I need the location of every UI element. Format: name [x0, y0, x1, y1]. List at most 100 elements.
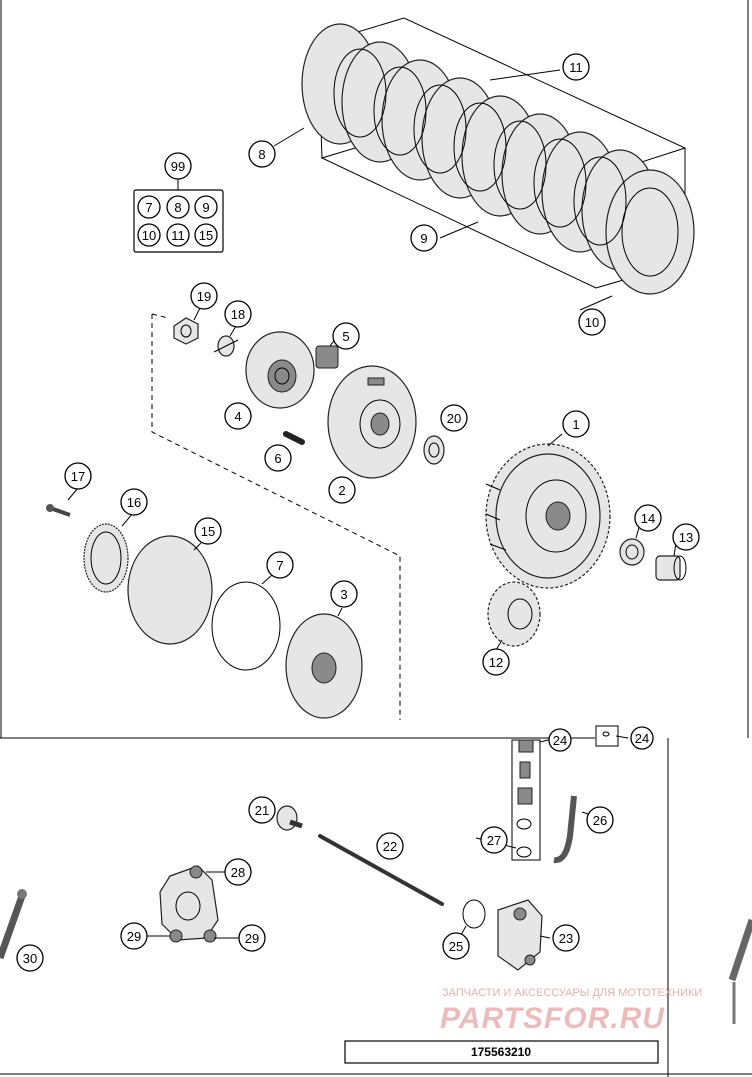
- callout-c6: 6: [264, 444, 292, 472]
- callout-c2: 2: [328, 476, 356, 504]
- kit-cell-bubble: [194, 223, 218, 247]
- kit-cells: 7 8 9 10 11 15: [137, 195, 218, 247]
- kit-cell-label: 11: [171, 228, 185, 243]
- callout-c12: 12: [482, 648, 510, 676]
- callout-bubble: [410, 224, 438, 252]
- callout-label: 23: [559, 931, 573, 946]
- callout-c8: 8: [248, 140, 276, 168]
- callout-label: 21: [255, 803, 269, 818]
- callout-c23: 23: [552, 924, 580, 952]
- o-ring: [462, 899, 486, 929]
- clutch-basket: [485, 443, 611, 589]
- callout-label: 16: [127, 495, 141, 510]
- kit-cell: 8: [166, 195, 190, 219]
- callout-bubble: [634, 504, 662, 532]
- kit-cell-bubble: [166, 195, 190, 219]
- callout-label: 7: [276, 558, 283, 573]
- diaphragm-spring: [83, 523, 129, 593]
- primary-gear: [487, 581, 541, 647]
- callout-label: 20: [447, 411, 461, 426]
- callout-label: 99: [171, 159, 185, 174]
- callout-label: 24: [635, 731, 649, 746]
- callout-label: 12: [489, 655, 503, 670]
- callout-label: 8: [258, 147, 265, 162]
- callout-label: 3: [340, 587, 347, 602]
- callout-label: 11: [569, 60, 583, 75]
- callout-bubble: [194, 517, 222, 545]
- kit-cell-label: 7: [145, 200, 152, 215]
- callout-c14: 14: [634, 504, 662, 532]
- callout-c24b: 24: [630, 726, 654, 750]
- cut-off-box-24: [595, 725, 619, 747]
- callout-label: 29: [127, 929, 141, 944]
- kit-cell-label: 10: [142, 228, 156, 243]
- callout-bubble: [548, 728, 572, 752]
- callout-label: 17: [71, 469, 85, 484]
- callout-bubble: [328, 476, 356, 504]
- kit-cell-bubble: [166, 223, 190, 247]
- callout-c7: 7: [266, 551, 294, 579]
- pressure-plate: [285, 613, 363, 719]
- thrust-washer: [423, 435, 445, 465]
- callout-bubble: [332, 322, 360, 350]
- callout-bubble: [578, 308, 606, 336]
- bleed-screw: [0, 889, 27, 960]
- callout-bubble: [120, 922, 148, 950]
- steel-discs: [333, 48, 627, 246]
- drawing-number: 175563210: [471, 1045, 531, 1059]
- needle-bearing: [619, 538, 645, 566]
- callout-c30: 30: [16, 944, 44, 972]
- callout-c99: 99: [164, 152, 192, 180]
- callout-bubble: [330, 580, 358, 608]
- callout-c27: 27: [480, 826, 508, 854]
- callout-bubble: [672, 523, 700, 551]
- kit-cell: 11: [166, 223, 190, 247]
- callout-label: 13: [679, 530, 693, 545]
- kit-cell-bubble: [137, 223, 161, 247]
- kit-cell-label: 8: [174, 200, 181, 215]
- callout-c13: 13: [672, 523, 700, 551]
- callout-bubble: [562, 53, 590, 81]
- kit-cell: 10: [137, 223, 161, 247]
- callout-label: 28: [231, 865, 245, 880]
- callout-c25: 25: [442, 932, 470, 960]
- callout-bubble: [120, 488, 148, 516]
- callout-label: 26: [593, 813, 607, 828]
- kit-cell-label: 9: [202, 200, 209, 215]
- kit-cell: 9: [194, 195, 218, 219]
- callout-c29a: 29: [120, 922, 148, 950]
- callout-c3: 3: [330, 580, 358, 608]
- callout-c5: 5: [332, 322, 360, 350]
- callout-label: 14: [641, 511, 655, 526]
- callout-label: 19: [197, 289, 211, 304]
- hub-group: [151, 313, 445, 720]
- friction-disc-large: [127, 535, 213, 645]
- watermark-logo: PARTSFOR.RU: [440, 1002, 665, 1035]
- nut: [173, 317, 199, 345]
- callout-c1: 1: [562, 410, 590, 438]
- friction-discs: [301, 23, 695, 295]
- kit-cell: 7: [137, 195, 161, 219]
- callout-bubble: [442, 932, 470, 960]
- push-rod-bushing: [276, 805, 303, 831]
- bushing: [655, 555, 687, 581]
- callout-label: 10: [585, 315, 599, 330]
- hose-fittings: [511, 739, 541, 861]
- callout-bubble: [238, 924, 266, 952]
- side-hose-right: [728, 918, 752, 1024]
- callout-label: 5: [342, 329, 349, 344]
- callout-bubble: [224, 300, 252, 328]
- callout-bubble: [164, 152, 192, 180]
- callout-bubble: [248, 796, 276, 824]
- callout-bubble: [586, 806, 614, 834]
- kit-cell-label: 15: [199, 228, 213, 243]
- drawing-number-box: 175563210: [344, 1040, 659, 1064]
- callout-c11: 11: [562, 53, 590, 81]
- callout-bubble: [482, 648, 510, 676]
- kit-cell-bubble: [194, 195, 218, 219]
- lock-washer: [213, 335, 239, 357]
- callout-bubble: [224, 858, 252, 886]
- spring-cap: [315, 345, 339, 369]
- callout-label: 25: [449, 939, 463, 954]
